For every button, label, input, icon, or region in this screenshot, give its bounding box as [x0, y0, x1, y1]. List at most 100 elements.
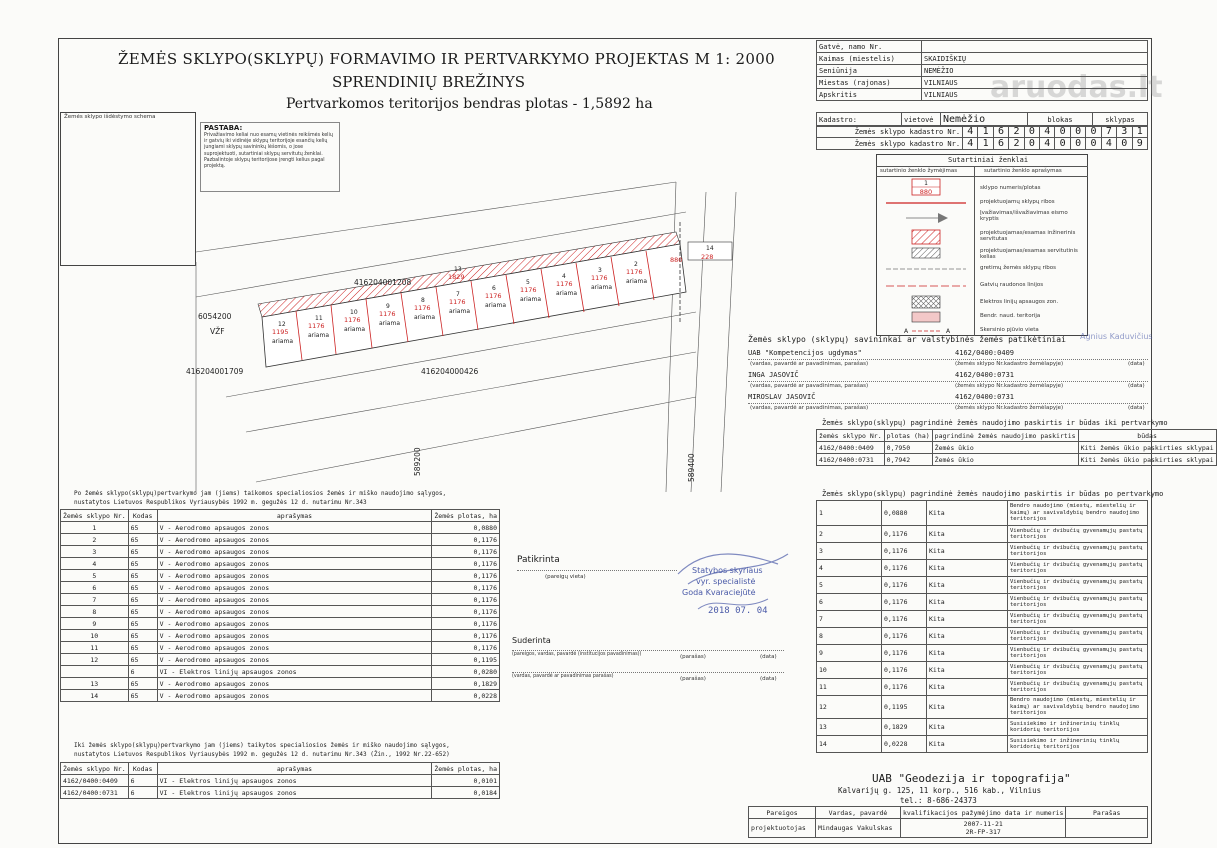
cond-cell: V - Aerodromo apsaugos zonos	[156, 569, 433, 582]
legend-desc: projektuojamų sklypų ribos	[980, 199, 1055, 205]
cadastre-digit: 0	[1069, 137, 1087, 150]
checked-sub: (pareigų vieta)	[545, 574, 586, 580]
cond-cell: 65	[127, 677, 158, 690]
after-cell: Vienbučių ir dvibučių gyvenamųjų pastatų…	[1007, 644, 1148, 662]
before-table: žemės sklypo Nr.plotas (ha)pagrindinė že…	[816, 429, 1217, 466]
map-label-top: 416204001208	[354, 278, 411, 287]
conditions-after-line-2: nustatytos Lietuvos Respublikos Vyriausy…	[74, 499, 367, 506]
after-cell: Kita	[926, 627, 1008, 645]
owner-kad: 4162/0400:0731	[955, 393, 1015, 401]
after-cell: Vienbučių ir dvibučių gyvenamųjų pastatų…	[1007, 627, 1148, 645]
company-cert-number: 2R-FP-317	[965, 828, 1001, 836]
map-label-bottom: 416204000426	[421, 367, 478, 376]
owner-kad: 4162/0400:0409	[955, 349, 1015, 357]
company-role: projektuotojas	[748, 818, 816, 838]
before-cell: Žemės ūkio	[931, 453, 1079, 466]
cond-cell: V - Aerodromo apsaugos zonos	[156, 557, 433, 570]
cond-cell: VI - Elektros linijų apsaugos zonos	[156, 774, 433, 787]
cadastre-digit: 1	[977, 137, 994, 150]
parcel-area: 880	[670, 256, 682, 264]
cond-cell: 0,1176	[431, 545, 500, 558]
cond-cell: V - Aerodromo apsaugos zonos	[156, 629, 433, 642]
after-cell: Vienbučių ir dvibučių gyvenamųjų pastatų…	[1007, 610, 1148, 628]
legend-sym-bot: 880	[920, 188, 932, 196]
after-cell: 0,1176	[881, 525, 927, 543]
after-cell: Kita	[926, 661, 1008, 679]
after-cell: Vienbučių ir dvibučių gyvenamųjų pastatų…	[1007, 559, 1148, 577]
cond-cell: 65	[127, 629, 158, 642]
parcel-num: 2	[634, 261, 638, 268]
cond-header: Kodas	[127, 762, 158, 775]
after-cell: Bendro naudojimo (miestų, miestelių ir k…	[1007, 500, 1148, 526]
cond-cell: 0,1829	[431, 677, 500, 690]
company-signature	[1065, 818, 1148, 838]
cond-cell: 0,0228	[431, 689, 500, 702]
cond-cell: 0,1176	[431, 533, 500, 546]
conditions-before-line-1: Iki žemės sklypo(sklypų)pertvarkymo jam …	[74, 742, 450, 749]
title-line-2: SPRENDINIŲ BREŽINYS	[332, 73, 526, 91]
cond-header: Žemės sklypo Nr.	[60, 509, 129, 522]
agreed-label: Suderinta	[512, 636, 551, 645]
after-cell: 9	[816, 644, 882, 662]
cond-cell: 65	[127, 653, 158, 666]
legend-desc: projektuojamas/esamas servitutinis kelia…	[980, 248, 1078, 260]
cond-cell: V - Aerodromo apsaugos zonos	[156, 533, 433, 546]
cond-cell: 7	[60, 593, 129, 606]
company-header: kvalifikacijos pažymėjimo data ir numeri…	[899, 806, 1067, 819]
agreed-sub: (data)	[760, 654, 777, 660]
address-value: NEMĖŽIO	[921, 64, 1148, 77]
parcel-area: 1176	[556, 280, 573, 288]
cond-cell: 65	[127, 617, 158, 630]
parcel-area: 1195	[272, 328, 289, 336]
after-cell: Bendro naudojimo (miestų, miestelių ir k…	[1007, 695, 1148, 719]
note-text: Privažiavimo keliai nuo esamų vietinės r…	[204, 133, 333, 170]
after-cell: 0,1176	[881, 593, 927, 611]
after-cell: 10	[816, 661, 882, 679]
after-cell: 0,1176	[881, 610, 927, 628]
after-cell: 8	[816, 627, 882, 645]
after-cell: 0,0228	[881, 735, 927, 753]
cond-cell: 65	[127, 605, 158, 618]
signature-stamp-name: Agnius Kaduvičius	[1080, 332, 1153, 341]
schema-label: Žemės sklypo išdėstymo schema	[64, 114, 156, 120]
cadastre-digit: 2	[1008, 125, 1025, 138]
parcel-area: 1176	[520, 286, 537, 294]
cond-cell: 65	[127, 569, 158, 582]
cond-cell: 65	[127, 593, 158, 606]
after-cell: Kita	[926, 559, 1008, 577]
cond-cell: V - Aerodromo apsaugos zonos	[156, 545, 433, 558]
address-label: Miestas (rajonas)	[816, 76, 922, 89]
approval-stamp: Statybos skyriaus vyr. specialistė Goda …	[668, 544, 798, 624]
cond-cell: VI - Elektros linijų apsaugos zonos	[156, 665, 433, 678]
legend-col-1: sutartinio ženklo žymėjimas	[880, 168, 958, 174]
conditions-before-line-2: nustatytos Lietuvos Respublikos Vyriausy…	[74, 751, 450, 758]
cond-header: Žemės sklypo Nr.	[60, 762, 129, 775]
after-cell: 7	[816, 610, 882, 628]
parcel-land: ariama	[556, 290, 577, 297]
title-line-3: Pertvarkomos teritorijos bendras plotas …	[286, 96, 653, 112]
after-cell: 1	[816, 500, 882, 526]
cond-cell: 6	[127, 786, 158, 799]
before-cell: 0,7942	[883, 453, 933, 466]
after-cell: 14	[816, 735, 882, 753]
after-cell: Kita	[926, 644, 1008, 662]
cond-cell: V - Aerodromo apsaugos zonos	[156, 689, 433, 702]
cond-cell: V - Aerodromo apsaugos zonos	[156, 593, 433, 606]
cond-cell: V - Aerodromo apsaugos zonos	[156, 617, 433, 630]
title-line-1: ŽEMĖS SKLYPO(SKLYPŲ) FORMAVIMO IR PERTVA…	[118, 50, 775, 68]
cadastre-digit: 0	[1085, 137, 1102, 150]
cond-cell: V - Aerodromo apsaugos zonos	[156, 653, 433, 666]
cond-header: Žemės plotas, ha	[431, 762, 500, 775]
after-cell: Kita	[926, 593, 1008, 611]
checked-label: Patikrinta	[517, 555, 560, 565]
company-header: Vardas, pavardė	[815, 806, 901, 819]
agreed-sub: (pareigos, vardas, pavardė (institucijos…	[512, 652, 642, 657]
cadastre-digit: 1	[977, 125, 994, 138]
parcel-land: ariama	[485, 302, 506, 309]
legend-desc: Elektros linijų apsaugos zon.	[980, 299, 1059, 305]
cond-cell: 4	[60, 557, 129, 570]
company-phone: tel.: 8-686-24373	[900, 796, 977, 805]
stamp-line-1: Statybos skyriaus	[692, 566, 763, 575]
